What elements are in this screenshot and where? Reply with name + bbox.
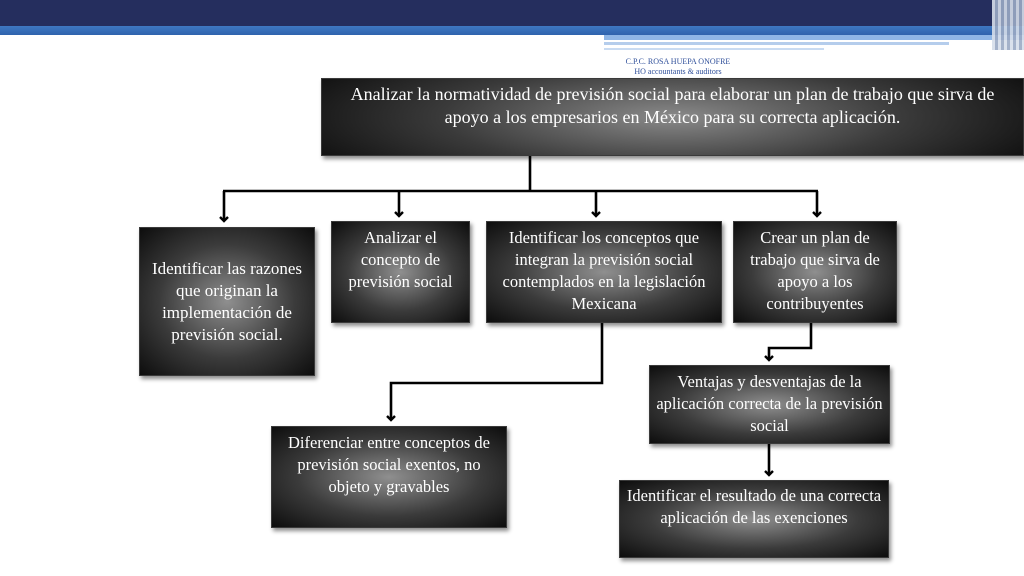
- node-analizar-concepto: Analizar el concepto de previsión social: [331, 221, 470, 323]
- author-name: C.P.C. ROSA HUEPA ONOFRE: [625, 57, 731, 66]
- node-identificar-razones: Identificar las razones que originan la …: [139, 227, 315, 376]
- node-identificar-resultado: Identificar el resultado de una correcta…: [619, 480, 889, 558]
- header-accent-line: [604, 42, 949, 45]
- author-credit: C.P.C. ROSA HUEPA ONOFRE HO accountants …: [608, 57, 748, 77]
- node-text: Ventajas y desventajas de la aplicación …: [656, 372, 883, 435]
- header-accent-line: [604, 48, 824, 50]
- node-text: Analizar el concepto de previsión social: [348, 228, 453, 291]
- node-text: Identificar el resultado de una correcta…: [626, 486, 882, 527]
- header-banner: [0, 0, 1024, 26]
- author-firm: HO accountants & auditors: [634, 67, 722, 76]
- node-crear-plan: Crear un plan de trabajo que sirva de ap…: [733, 221, 897, 323]
- node-text: Identificar los conceptos que integran l…: [502, 228, 706, 313]
- corner-decoration: [992, 0, 1024, 50]
- node-diferenciar-conceptos: Diferenciar entre conceptos de previsión…: [271, 426, 507, 528]
- connector-conceptos-diferenciar: [386, 323, 604, 422]
- header-accent-line: [604, 35, 1024, 40]
- node-text: Crear un plan de trabajo que sirva de ap…: [750, 228, 880, 313]
- node-identificar-conceptos: Identificar los conceptos que integran l…: [486, 221, 722, 323]
- node-ventajas-desventajas: Ventajas y desventajas de la aplicación …: [649, 365, 890, 444]
- connector-plan-ventajas: [764, 323, 813, 362]
- node-text: Diferenciar entre conceptos de previsión…: [287, 433, 490, 496]
- node-text: Identificar las razones que originan la …: [151, 258, 303, 344]
- header-accent-bar: [0, 26, 1024, 35]
- objective-text: Analizar la normatividad de previsión so…: [350, 84, 995, 127]
- objective-box: Analizar la normatividad de previsión so…: [321, 78, 1024, 156]
